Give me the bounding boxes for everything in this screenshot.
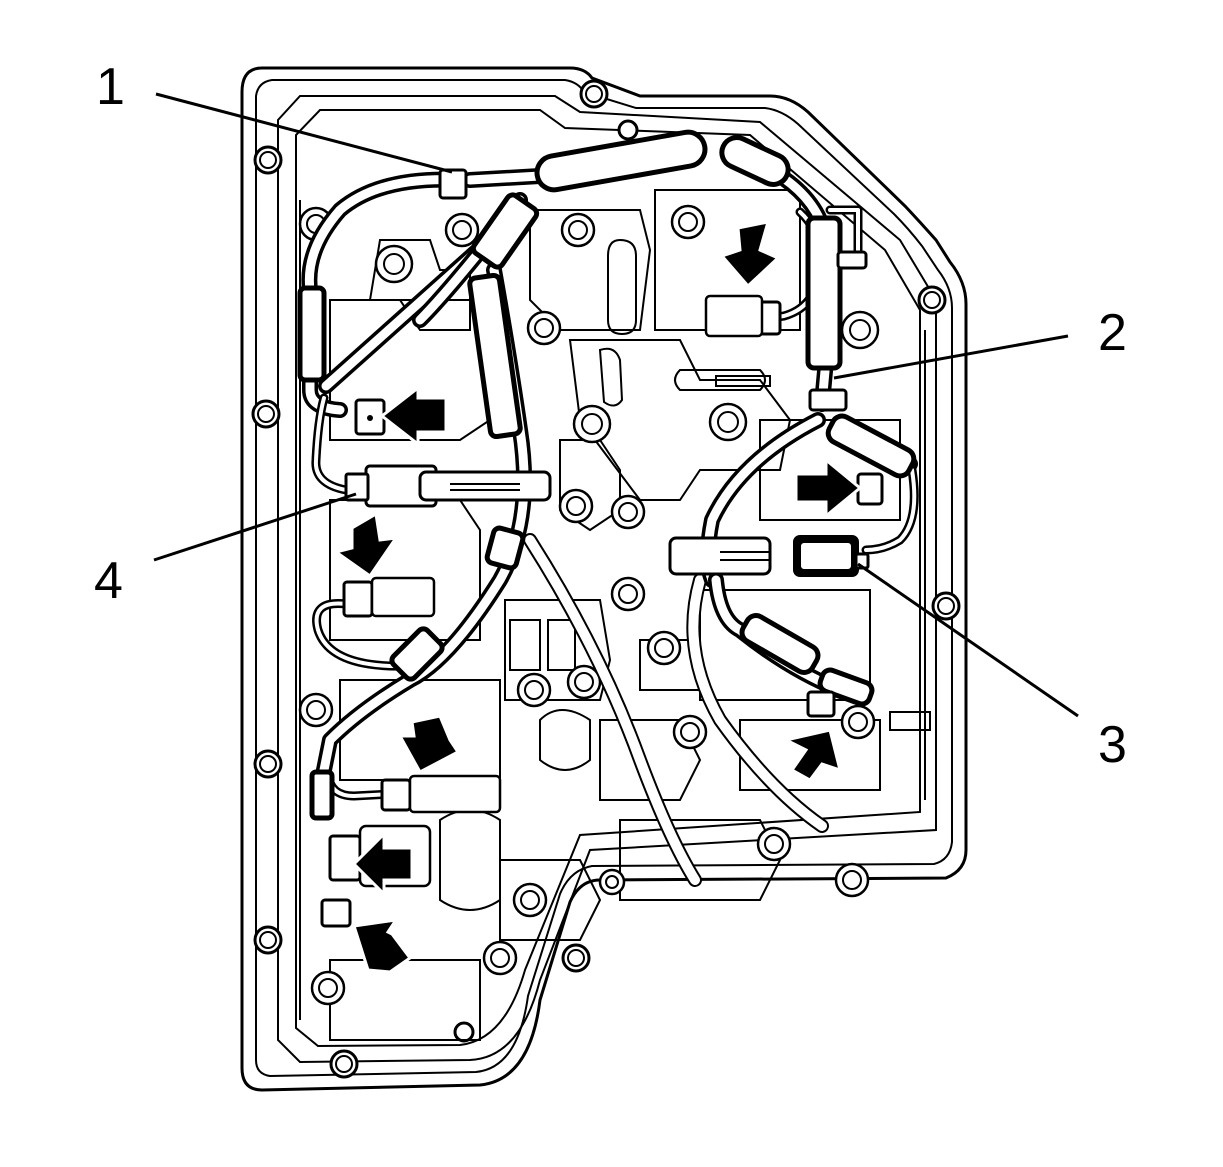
bolt-hole bbox=[931, 591, 961, 621]
leader-line-3 bbox=[857, 562, 1079, 718]
bolt-icon bbox=[572, 404, 612, 444]
connector-icon bbox=[793, 535, 870, 577]
arrow-icon bbox=[351, 830, 414, 898]
arrow-icon bbox=[379, 384, 448, 448]
bolt-hole bbox=[329, 1049, 359, 1079]
connector-icon bbox=[354, 398, 386, 436]
bolt-icon bbox=[840, 310, 880, 350]
bolt-icon bbox=[512, 882, 548, 918]
connector-icon bbox=[808, 388, 848, 412]
leader-lines bbox=[153, 92, 1079, 718]
bolt-icon bbox=[598, 868, 626, 896]
arrow-icon bbox=[781, 728, 843, 782]
bolt-icon bbox=[646, 630, 682, 666]
bolt-hole bbox=[253, 145, 283, 175]
bolt-icon bbox=[310, 970, 346, 1006]
bolt-icon bbox=[834, 862, 870, 898]
arrow-icon bbox=[794, 456, 863, 520]
bolt-icon bbox=[756, 826, 792, 862]
arrow-icon bbox=[397, 714, 461, 775]
connector-icon bbox=[836, 250, 868, 270]
bolt-icon bbox=[558, 488, 594, 524]
harness-sleeves bbox=[297, 129, 917, 821]
arrows bbox=[332, 220, 863, 974]
bolt-icon bbox=[672, 714, 708, 750]
bolt-icon bbox=[708, 402, 748, 442]
arrow-icon bbox=[719, 220, 781, 289]
bolt-hole bbox=[917, 285, 947, 315]
callout-4: 4 bbox=[94, 552, 123, 610]
bolt-icon bbox=[298, 692, 334, 728]
bolt-icon bbox=[610, 576, 646, 612]
perimeter-holes bbox=[251, 79, 961, 1079]
connector-icon bbox=[438, 168, 468, 200]
bolt-hole bbox=[253, 925, 283, 955]
arrow-icon bbox=[332, 511, 400, 579]
bolt-icon bbox=[840, 704, 876, 740]
callout-1: 1 bbox=[96, 58, 125, 116]
bolt-icon bbox=[444, 212, 480, 248]
bolt-hole bbox=[251, 399, 281, 429]
bolt-icon bbox=[526, 310, 562, 346]
connector-icon bbox=[806, 690, 836, 718]
leader-line-1 bbox=[155, 92, 453, 174]
callouts: 1 2 3 4 bbox=[94, 58, 1127, 774]
leader-line-4 bbox=[153, 492, 357, 562]
bolt-hole bbox=[561, 943, 591, 973]
connector-icon bbox=[380, 774, 502, 814]
bolt-icon bbox=[374, 244, 414, 284]
bolt-hole bbox=[579, 79, 609, 109]
bolt-hole bbox=[617, 119, 639, 141]
connector-icon bbox=[342, 576, 436, 618]
callout-2: 2 bbox=[1098, 304, 1127, 362]
arrow-icon bbox=[352, 918, 413, 974]
callout-3: 3 bbox=[1098, 716, 1127, 774]
internal-bolts bbox=[298, 204, 880, 1006]
connector-icon bbox=[704, 294, 782, 338]
connector-icon bbox=[320, 898, 352, 928]
tubes bbox=[523, 533, 829, 887]
bolt-icon bbox=[482, 940, 518, 976]
central-connector bbox=[344, 464, 772, 576]
leader-line-2 bbox=[833, 334, 1069, 380]
bolt-icon bbox=[566, 664, 602, 700]
bolt-icon bbox=[610, 494, 646, 530]
bolt-icon bbox=[516, 672, 552, 708]
bolt-icon bbox=[670, 204, 706, 240]
bolt-icon bbox=[560, 212, 596, 248]
connector-icon bbox=[856, 472, 884, 506]
bolt-hole bbox=[253, 749, 283, 779]
bolt-hole bbox=[453, 1021, 475, 1043]
